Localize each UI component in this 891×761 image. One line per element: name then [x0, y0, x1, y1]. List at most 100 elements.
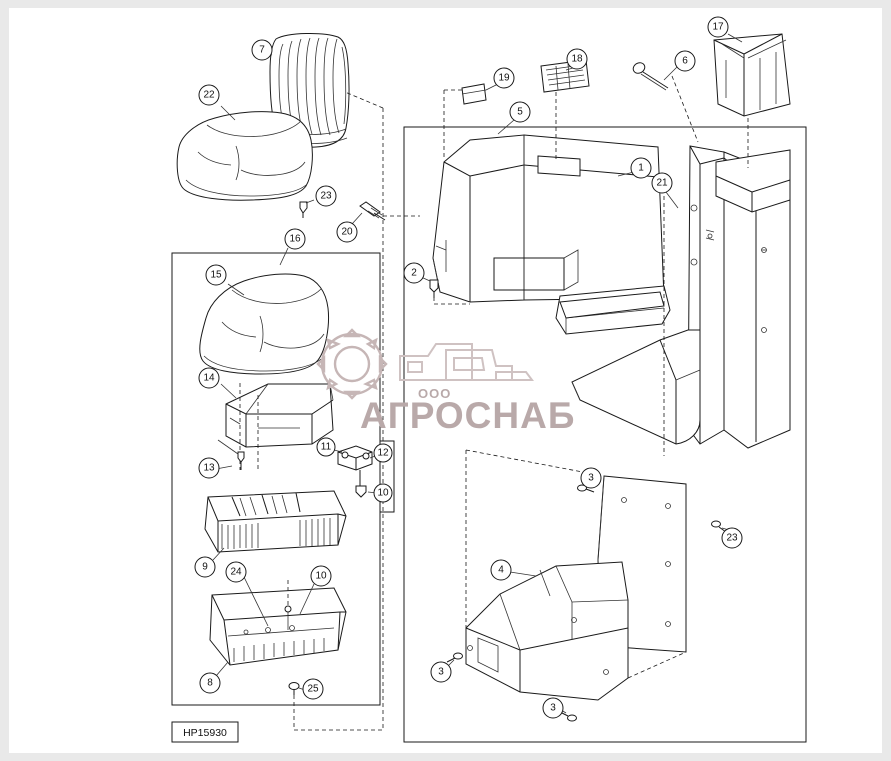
screw-3c — [559, 711, 577, 722]
seat-base-pan-14 — [225, 383, 334, 448]
screw-25 — [288, 682, 300, 695]
bolt-20 — [359, 201, 386, 221]
leader-9 — [212, 547, 225, 561]
leader-5 — [497, 119, 515, 135]
leader-24 — [243, 576, 269, 627]
leader-4 — [509, 571, 537, 577]
leader-19 — [485, 83, 499, 91]
callout-25[interactable]: 25 — [302, 678, 324, 700]
callout-10-lower[interactable]: 10 — [310, 565, 332, 587]
leader-14 — [220, 383, 237, 399]
frame-small-inset — [380, 440, 395, 513]
tray-lower-8 — [209, 587, 347, 666]
callout-label: 18 — [571, 54, 583, 65]
callout-label: 23 — [320, 191, 332, 202]
callout-label: 16 — [289, 234, 301, 245]
callout-1[interactable]: 1 — [630, 157, 652, 179]
leader-15 — [227, 283, 245, 296]
callout-21[interactable]: 21 — [651, 172, 673, 194]
frame-right-main — [403, 126, 807, 743]
bolt-2 — [429, 279, 439, 298]
page-edge-top — [0, 0, 891, 8]
dash-4-panel — [465, 449, 605, 477]
callout-label: 25 — [307, 684, 319, 695]
callout-label: 15 — [210, 270, 222, 281]
leader-21 — [665, 191, 679, 209]
callout-label: 20 — [341, 227, 353, 238]
callout-label: 10 — [315, 571, 327, 582]
callout-18[interactable]: 18 — [566, 48, 588, 70]
dash-floor-panel — [627, 651, 687, 679]
leader-10b — [299, 583, 315, 615]
callout-12[interactable]: 12 — [373, 443, 393, 463]
callout-23-lower[interactable]: 23 — [721, 527, 743, 549]
callout-3-bottom[interactable]: 3 — [542, 697, 564, 719]
seat-cushion-22 — [176, 111, 313, 201]
callout-22[interactable]: 22 — [198, 84, 220, 106]
callout-label: 22 — [203, 90, 215, 101]
floor-step-4 — [465, 561, 629, 701]
frame-left-lower — [171, 252, 381, 706]
callout-4[interactable]: 4 — [490, 559, 512, 581]
leader-16 — [279, 247, 289, 266]
callout-6[interactable]: 6 — [674, 50, 696, 72]
page-edge-left — [0, 0, 9, 761]
callout-15[interactable]: 15 — [205, 264, 227, 286]
callout-3-upper[interactable]: 3 — [580, 467, 602, 489]
leader-17 — [727, 33, 743, 43]
callout-label: 11 — [321, 442, 332, 453]
callout-label: 9 — [202, 562, 208, 573]
screw-23b — [711, 520, 727, 533]
callout-17[interactable]: 17 — [707, 16, 729, 38]
callout-label: 3 — [438, 667, 444, 678]
callout-label: 5 — [517, 107, 523, 118]
callout-label: 12 — [377, 448, 389, 459]
callout-label: 19 — [498, 73, 510, 84]
screw-3a — [577, 484, 595, 493]
callout-5[interactable]: 5 — [509, 101, 531, 123]
rops-pillar-21 — [571, 145, 791, 449]
callout-label: 10 — [377, 488, 389, 499]
callout-label: 8 — [207, 678, 213, 689]
console-assembly-1 — [432, 134, 671, 335]
leader-22 — [220, 105, 236, 121]
callout-13[interactable]: 13 — [198, 457, 220, 479]
page-edge-right — [882, 0, 891, 761]
callout-label: 13 — [203, 463, 215, 474]
callout-label: 4 — [498, 565, 504, 576]
callout-10-upper[interactable]: 10 — [373, 483, 393, 503]
seat-latch-11-12 — [337, 445, 373, 498]
dash-to-seatback — [344, 91, 384, 109]
callout-label: 21 — [656, 178, 668, 189]
callout-16[interactable]: 16 — [284, 228, 306, 250]
callout-24[interactable]: 24 — [225, 561, 247, 583]
page-edge-bottom — [0, 753, 891, 761]
callout-20[interactable]: 20 — [336, 221, 358, 243]
callout-7[interactable]: 7 — [251, 39, 273, 61]
callout-14[interactable]: 14 — [198, 367, 220, 389]
callout-label: 17 — [712, 22, 724, 33]
seat-cushion-15 — [199, 273, 329, 375]
knob-6 — [632, 62, 669, 91]
leader-1 — [617, 171, 635, 177]
callout-2[interactable]: 2 — [403, 262, 425, 284]
callout-19[interactable]: 19 — [493, 67, 515, 89]
dash-2 — [433, 290, 470, 305]
dash-25-path — [293, 500, 384, 731]
bolt-13 — [217, 439, 245, 470]
leader-18 — [565, 67, 574, 71]
callout-9[interactable]: 9 — [194, 556, 216, 578]
callout-label: 24 — [230, 567, 242, 578]
leader-23a — [305, 199, 315, 204]
callout-label: 2 — [411, 268, 417, 279]
callout-23-upper[interactable]: 23 — [315, 185, 337, 207]
callout-8[interactable]: 8 — [199, 672, 221, 694]
callout-11[interactable]: 11 — [316, 437, 336, 457]
callout-label: 1 — [638, 163, 644, 174]
callout-label: 23 — [726, 533, 738, 544]
callout-label: 7 — [259, 45, 265, 56]
tray-upper-9 — [204, 490, 347, 553]
callout-3-lower-left[interactable]: 3 — [430, 661, 452, 683]
